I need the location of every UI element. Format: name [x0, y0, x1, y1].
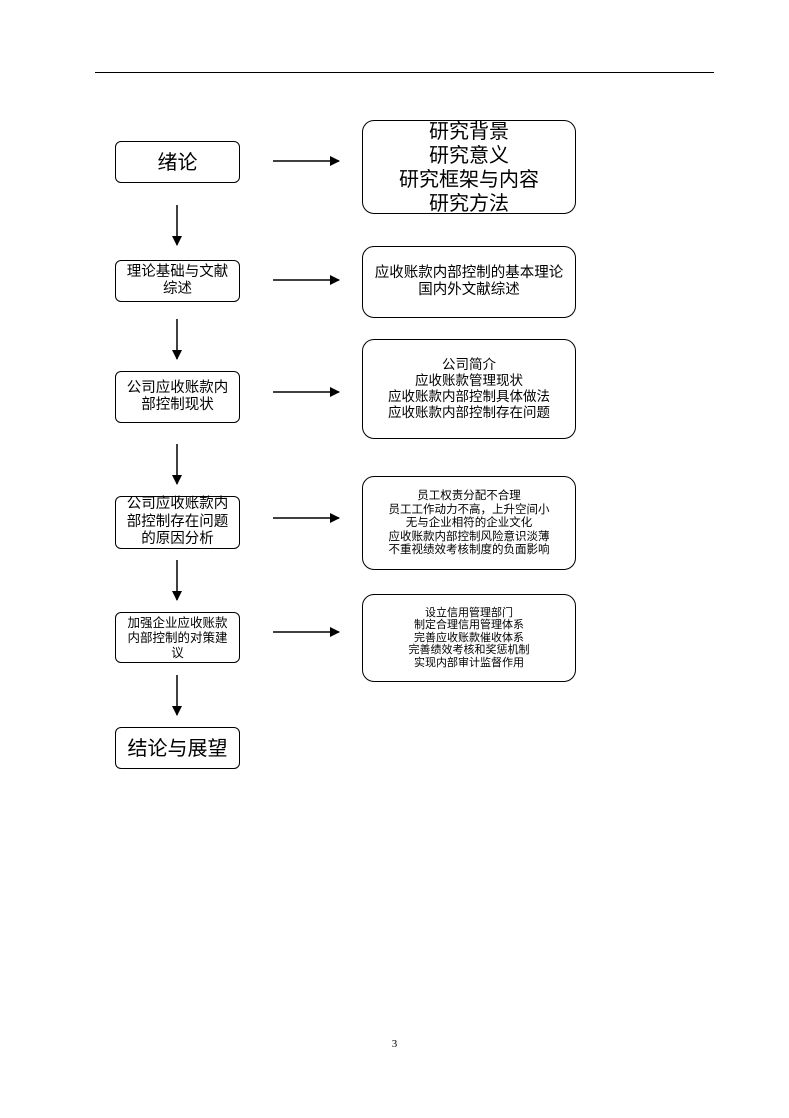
node-text: 议: [171, 645, 184, 660]
detail-cause-analysis: 员工权责分配不合理 员工工作动力不高，上升空间小 无与企业相符的企业文化 应收账…: [362, 476, 576, 570]
detail-text: 应收账款内部控制存在问题: [388, 405, 550, 422]
node-conclusion: 结论与展望: [115, 727, 240, 769]
detail-text: 应收账款内部控制具体做法: [388, 389, 550, 405]
node-text: 理论基础与文献: [126, 263, 229, 280]
node-countermeasures: 加强企业应收账款 内部控制的对策建 议: [115, 612, 240, 663]
detail-text: 制定合理信用管理体系: [414, 618, 524, 632]
detail-text: 公司简介: [442, 356, 496, 373]
detail-text: 国内外文献综述: [418, 282, 520, 298]
detail-text: 应收账款内部控制的基本理论: [374, 264, 564, 281]
detail-countermeasures: 设立信用管理部门 制定合理信用管理体系 完善应收账款催收体系 完善绩效考核和奖惩…: [362, 594, 576, 682]
node-current-status: 公司应收账款内 部控制现状: [115, 371, 240, 423]
node-text: 公司应收账款内: [126, 496, 229, 513]
detail-text: 应收账款内部控制风险意识淡薄: [388, 528, 550, 543]
node-text: 结论与展望: [127, 736, 228, 760]
detail-text: 完善绩效考核和奖惩机制: [408, 643, 530, 657]
detail-theory-literature: 应收账款内部控制的基本理论 国内外文献综述: [362, 246, 576, 318]
detail-text: 应收账款管理现状: [415, 372, 523, 389]
detail-current-status: 公司简介 应收账款管理现状 应收账款内部控制具体做法 应收账款内部控制存在问题: [362, 339, 576, 439]
node-text: 综述: [163, 281, 192, 297]
node-text: 的原因分析: [141, 531, 214, 548]
node-text: 绪论: [157, 150, 198, 174]
detail-introduction: 研究背景 研究意义 研究框架与内容 研究方法: [362, 119, 576, 215]
header-rule: [95, 72, 714, 73]
node-theory-literature: 理论基础与文献 综述: [115, 260, 240, 302]
detail-text: 实现内部审计监督作用: [414, 655, 524, 669]
detail-text: 设立信用管理部门: [425, 605, 513, 619]
node-cause-analysis: 公司应收账款内 部控制存在问题 的原因分析: [115, 496, 240, 549]
detail-text: 员工工作动力不高，上升空间小: [388, 501, 550, 516]
node-text: 部控制存在问题: [126, 513, 229, 530]
page-number: 3: [391, 1038, 398, 1050]
detail-text: 员工权责分配不合理: [417, 488, 521, 503]
detail-text: 无与企业相符的企业文化: [405, 515, 533, 530]
node-introduction: 绪论: [115, 141, 240, 183]
node-text: 内部控制的对策建: [127, 630, 228, 645]
node-text: 公司应收账款内: [126, 379, 229, 396]
detail-text: 研究背景: [429, 119, 509, 143]
detail-text: 研究意义: [429, 143, 509, 167]
detail-text: 研究方法: [429, 191, 509, 215]
detail-text: 完善应收账款催收体系: [414, 630, 524, 644]
detail-text: 不重视绩效考核制度的负面影响: [388, 542, 550, 557]
node-text: 加强企业应收账款: [127, 615, 228, 630]
detail-text: 研究框架与内容: [399, 167, 539, 191]
node-text: 部控制现状: [141, 397, 214, 413]
